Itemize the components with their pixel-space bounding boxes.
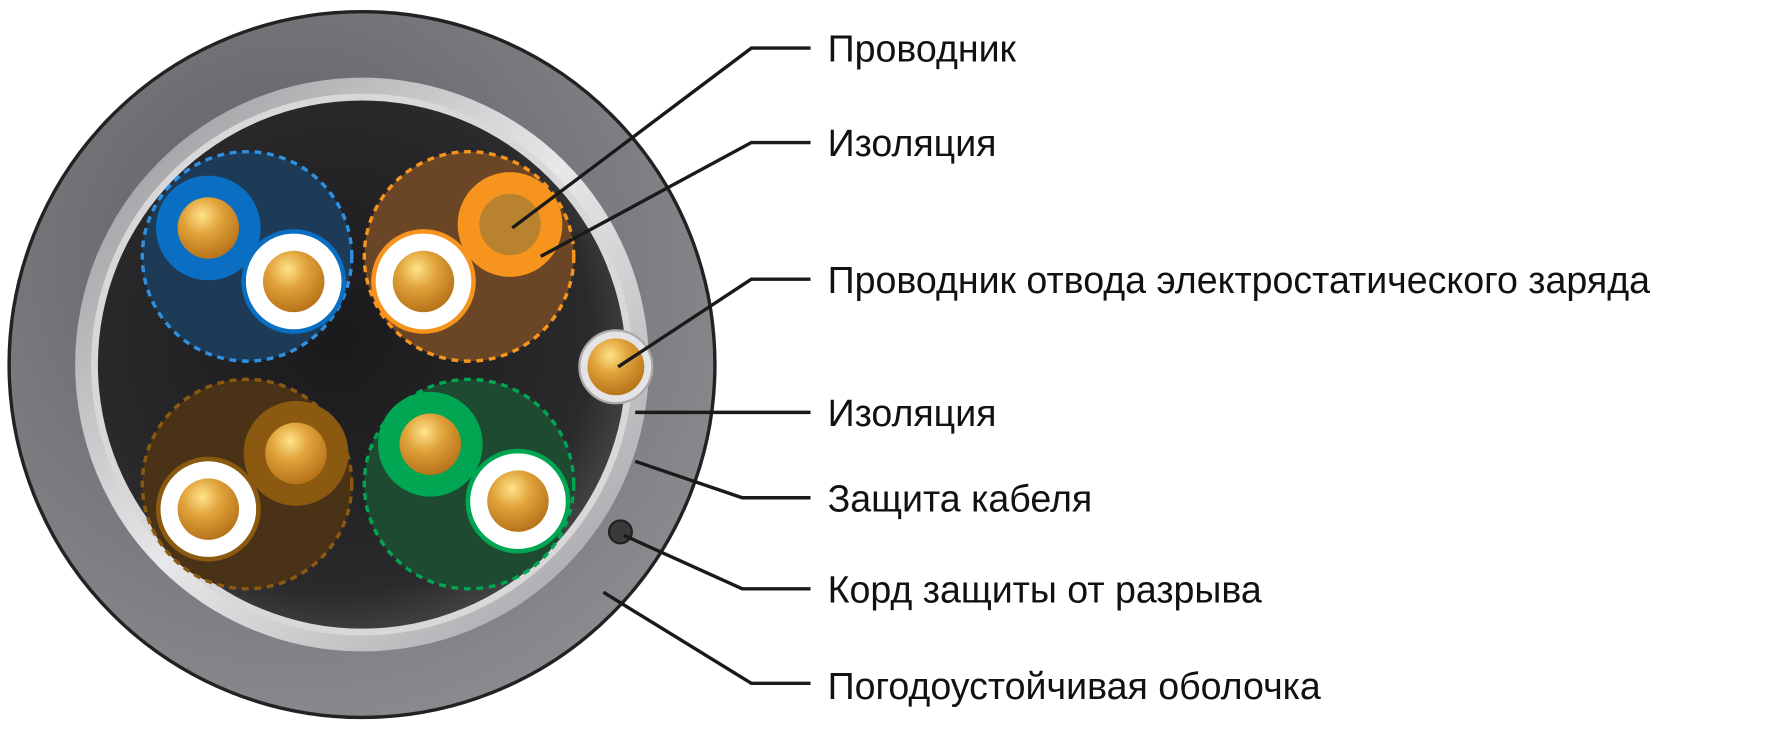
label-shield: Защита кабеля: [828, 477, 1093, 519]
pair-blue: [140, 149, 354, 363]
pair-brown: [140, 377, 354, 591]
drain-wire: [578, 329, 654, 405]
label-drain-wire: Проводник отвода электростатического зар…: [828, 259, 1650, 301]
pair-green: [362, 377, 576, 591]
label-conductor: Проводник: [828, 28, 1017, 70]
pair-orange: [362, 149, 576, 363]
label-insulation: Изоляция: [828, 122, 997, 164]
label-jacket: Погодоустойчивая оболочка: [828, 665, 1321, 707]
rip-cord: [607, 519, 633, 545]
leader-lines: [511, 46, 811, 686]
label-drain-insulation: Изоляция: [828, 392, 997, 434]
label-rip-cord: Корд защиты от разрыва: [828, 568, 1262, 610]
